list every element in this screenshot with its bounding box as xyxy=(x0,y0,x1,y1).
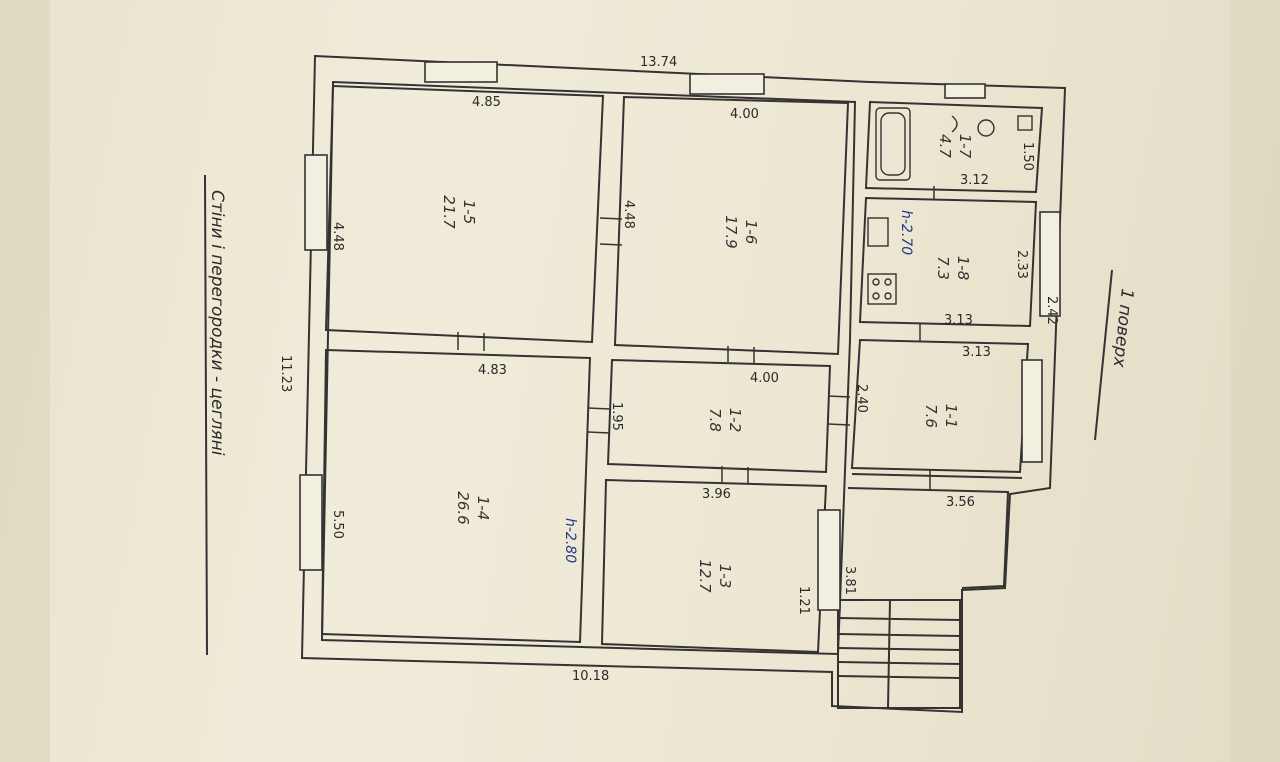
room-label-1-6: 1-6 17.9 xyxy=(722,215,760,248)
room-outline-1-6 xyxy=(613,95,850,356)
windows xyxy=(299,61,1061,611)
dim-313-a: 3.13 xyxy=(944,313,973,328)
room-label-1-5: 1-5 21.7 xyxy=(440,195,478,229)
walls xyxy=(300,54,1067,714)
window-right-1 xyxy=(1039,211,1061,317)
room-id: 1-6 xyxy=(742,220,760,245)
room-id: 1-7 xyxy=(956,134,974,159)
room-outline-1-5 xyxy=(324,84,605,344)
annex-inner xyxy=(851,473,1023,479)
note-floor: 1 поверх xyxy=(1109,287,1137,369)
room-label-1-7: 1-7 4.7 xyxy=(936,134,974,159)
dim-448-mid: 4.48 xyxy=(621,200,636,229)
room-outline-1-4 xyxy=(320,348,592,644)
dim-width-top: 13.74 xyxy=(640,55,677,70)
toilet-icon xyxy=(977,119,995,137)
dim-483: 4.83 xyxy=(478,363,507,378)
room-outline-1-2 xyxy=(606,358,832,474)
stove-icon xyxy=(867,273,897,305)
paper-shadow-left xyxy=(0,0,50,762)
bathroom-fixtures xyxy=(867,107,1033,305)
room-area: 7.3 xyxy=(934,256,952,280)
window-right-3 xyxy=(817,509,841,611)
room-label-1-8: 1-8 7.3 xyxy=(934,256,972,281)
dim-121: 1.21 xyxy=(796,586,811,615)
outer-wall-outline xyxy=(300,54,1067,714)
window-left-2 xyxy=(299,474,323,571)
dim-550: 5.50 xyxy=(330,510,345,539)
dim-400-top: 4.00 xyxy=(730,107,759,122)
room-id: 1-8 xyxy=(954,256,972,281)
room-outline-1-3 xyxy=(600,478,828,654)
sink-icon xyxy=(867,217,889,247)
dim-313-b: 3.13 xyxy=(962,345,991,360)
room-label-1-4: 1-4 26.6 xyxy=(454,491,492,524)
room-id: 1-5 xyxy=(460,200,478,225)
dim-width-bottom: 10.18 xyxy=(572,669,609,684)
height-main: h-2.80 xyxy=(562,518,578,563)
room-id: 1-1 xyxy=(942,404,960,429)
dim-depth-left: 11.23 xyxy=(278,355,293,392)
door-marks xyxy=(457,186,935,490)
room-label-1-3: 1-3 12.7 xyxy=(696,559,734,593)
dim-312: 3.12 xyxy=(960,173,989,188)
vestibule-wall xyxy=(847,487,1010,589)
room-area: 7.8 xyxy=(706,408,724,432)
outer-wall-inner xyxy=(320,80,857,656)
note-underline-floor xyxy=(1094,269,1113,441)
porch xyxy=(837,599,961,709)
room-area: 4.7 xyxy=(936,134,954,158)
note-underline-walls xyxy=(204,174,208,656)
dim-240: 2.40 xyxy=(854,384,869,413)
window-top-3 xyxy=(944,83,986,99)
dim-195: 1.95 xyxy=(609,402,624,431)
window-right-2 xyxy=(1021,359,1043,463)
room-area: 12.7 xyxy=(696,559,714,593)
dim-356: 3.56 xyxy=(946,495,975,510)
room-area: 26.6 xyxy=(454,491,472,524)
dim-233: 2.33 xyxy=(1014,250,1029,279)
room-outline-1-1 xyxy=(850,338,1030,474)
room-area: 7.6 xyxy=(922,404,940,428)
room-label-1-2: 1-2 7.8 xyxy=(706,408,744,433)
room-label-1-1: 1-1 7.6 xyxy=(922,404,960,429)
room-id: 1-2 xyxy=(726,408,744,433)
room-outline-1-8 xyxy=(858,196,1038,328)
paper-shadow-right xyxy=(1230,0,1280,762)
dim-396: 3.96 xyxy=(702,487,731,502)
window-left-1 xyxy=(304,154,328,251)
height-kitchen: h-2.70 xyxy=(898,210,914,255)
dim-400-mid: 4.00 xyxy=(750,371,779,386)
window-top-1 xyxy=(424,61,498,83)
dim-150: 1.50 xyxy=(1020,142,1035,171)
room-area: 21.7 xyxy=(440,195,458,229)
dim-485: 4.85 xyxy=(472,95,501,110)
room-area: 17.9 xyxy=(722,215,740,248)
note-walls: Стіни і перегородки - цегляні xyxy=(207,190,227,456)
room-id: 1-3 xyxy=(716,564,734,589)
room-id: 1-4 xyxy=(474,496,492,521)
dim-242: 2.42 xyxy=(1044,296,1059,325)
bathtub-icon xyxy=(875,107,911,181)
dim-448-left: 4.48 xyxy=(330,222,345,251)
window-top-2 xyxy=(689,73,765,95)
dim-381: 3.81 xyxy=(842,566,857,595)
room-outline-1-7 xyxy=(864,100,1044,194)
